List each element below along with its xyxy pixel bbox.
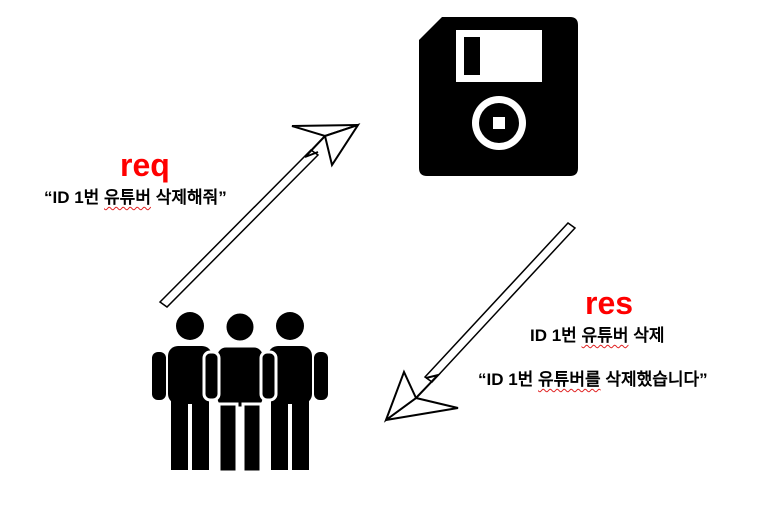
request-message: “ID 1번 유튜버 삭제해줘” (44, 188, 227, 208)
paper-plane-icon (383, 369, 459, 423)
request-message-start: “ID 1번 (44, 188, 105, 207)
response-action-underlined: 유튜버 (581, 326, 629, 345)
people-group-icon (152, 310, 328, 474)
person-left (152, 312, 212, 470)
response-message-underlined: 유튜버를 (538, 370, 601, 389)
floppy-disk-icon (419, 17, 578, 176)
response-arrow (383, 222, 577, 423)
response-action: ID 1번 유튜버 삭제 (530, 326, 664, 346)
response-action-start: ID 1번 (530, 326, 582, 345)
response-message-start: “ID 1번 (478, 370, 539, 389)
person-right (268, 312, 328, 470)
request-message-underlined: 유튜버 (104, 188, 151, 207)
paper-plane-icon (291, 123, 361, 168)
request-title: req (120, 147, 170, 183)
response-message-end: 삭제했습니다” (600, 370, 708, 389)
request-arrow (158, 123, 361, 308)
person-center (202, 310, 278, 474)
response-title: res (585, 285, 634, 321)
response-message: “ID 1번 유튜버를 삭제했습니다” (478, 370, 708, 390)
request-message-end: 삭제해줘” (150, 188, 227, 207)
response-action-end: 삭제 (628, 326, 665, 345)
